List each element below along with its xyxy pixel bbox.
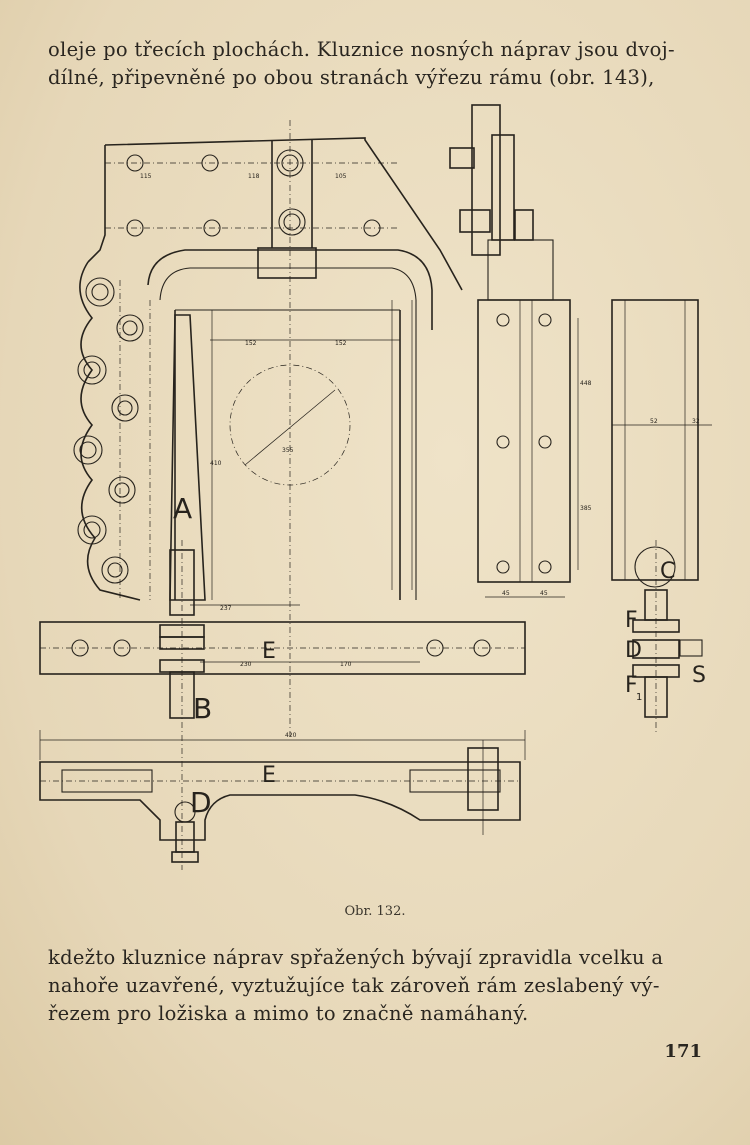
dim-label: 355	[282, 447, 294, 454]
text-line: řezem pro ložiska a mimo to značně namáh…	[48, 1002, 529, 1025]
bolt-holes-left	[73, 277, 144, 584]
dim-label: 32	[692, 418, 700, 425]
dim-label: 152	[245, 340, 257, 347]
label-s: S	[692, 663, 706, 688]
label-f: F	[625, 608, 638, 633]
bottom-view: 420 E D	[39, 730, 526, 863]
label-b: B	[193, 692, 212, 725]
dim-label: 45	[502, 590, 510, 597]
dim-label: 115	[140, 173, 152, 180]
dim-label: 105	[335, 173, 347, 180]
dim-label: 52	[650, 418, 658, 425]
bar-e-front: E B	[39, 540, 526, 870]
right-view: 52 32 C F D F 1 S	[611, 299, 712, 735]
label-d: D	[190, 786, 212, 819]
dim-label: 118	[248, 173, 260, 180]
front-view: 115 118 105 152 152 410 355 237 230 170 …	[73, 120, 463, 740]
dim-label: 230	[240, 661, 252, 668]
text-line: oleje po třecích plochách. Kluznice nosn…	[48, 38, 675, 61]
paragraph-bottom: kdežto kluznice náprav spřažených bývají…	[48, 944, 710, 1028]
dim-label: 170	[340, 661, 352, 668]
label-a: A	[173, 492, 192, 525]
label-c: C	[660, 559, 675, 584]
label-f1-subscript: 1	[636, 692, 642, 703]
label-f1: F	[625, 673, 638, 698]
paragraph-top: oleje po třecích plochách. Kluznice nosn…	[48, 36, 710, 92]
dim-label: 237	[220, 605, 232, 612]
side-view: 448 385 45 45	[449, 104, 592, 598]
dim-label: 45	[540, 590, 548, 597]
dim-label: 420	[285, 732, 297, 739]
dim-label: 385	[580, 505, 592, 512]
figure-caption: Obr. 132.	[344, 904, 406, 919]
text-line: nahoře uzavřené, vyztužujíce tak zároveň…	[48, 974, 660, 997]
label-e-bottom: E	[262, 763, 276, 788]
dim-label: 152	[335, 340, 347, 347]
label-d-right: D	[625, 638, 642, 663]
label-e: E	[262, 639, 276, 664]
dim-label: 410	[210, 460, 222, 467]
dim-label: 448	[580, 380, 592, 387]
text-line: kdežto kluznice náprav spřažených bývají…	[48, 946, 664, 969]
text-line: dílné, připevněné po obou stranách výřez…	[48, 66, 655, 89]
page-number: 171	[664, 1041, 702, 1062]
